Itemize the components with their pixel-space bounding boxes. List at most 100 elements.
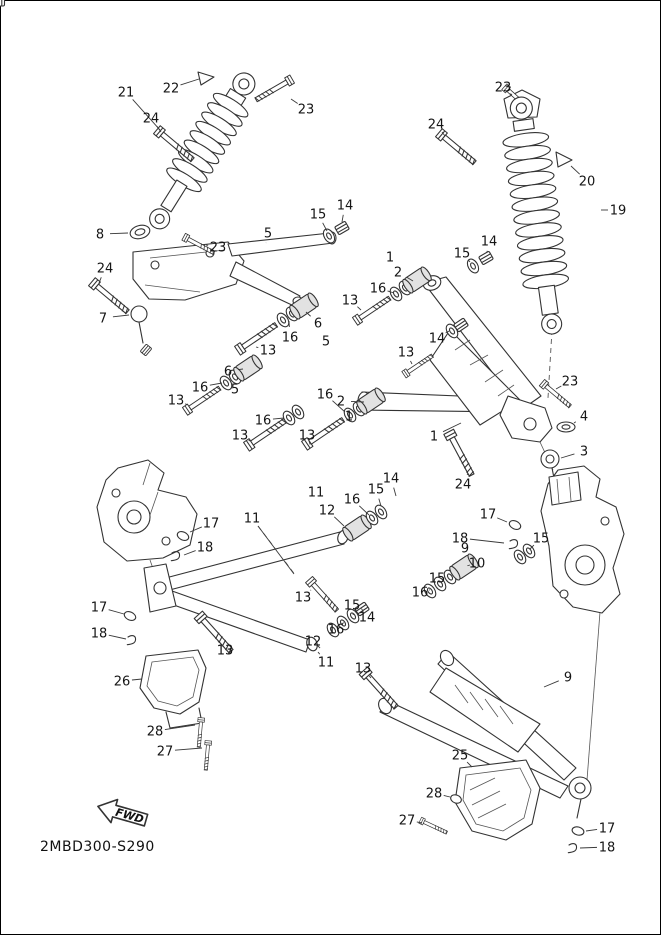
callout-leader: [109, 232, 129, 235]
part-callout-17: 17: [599, 822, 616, 837]
bolt-24-center: [443, 428, 478, 479]
callout-leader: [358, 505, 370, 516]
part-callout-24: 24: [143, 112, 160, 127]
callout-leader: [332, 400, 346, 413]
callout-leader: [209, 382, 223, 386]
retainer-clip-22: [197, 71, 215, 86]
callout-leader: [441, 131, 446, 137]
callout-leader: [443, 794, 451, 798]
bolt-23-top-left: [253, 74, 295, 105]
part-callout-11: 11: [308, 486, 325, 501]
callout-leader: [368, 675, 372, 679]
part-callout-6: 6: [314, 317, 322, 332]
bushing-stack-a: [234, 290, 321, 356]
callout-leader: [445, 330, 450, 334]
mud-guard-front-25: [418, 759, 541, 841]
callout-leader: [237, 368, 244, 371]
part-callout-1: 1: [430, 430, 438, 445]
part-callout-8: 8: [96, 228, 104, 243]
callout-leader: [468, 260, 471, 263]
callout-leader: [529, 544, 535, 550]
part-callout-15: 15: [454, 247, 471, 262]
bushing-stack-upper-right: [351, 264, 434, 326]
part-callout-2: 2: [337, 395, 345, 410]
part-callout-24: 24: [97, 262, 114, 277]
callout-leader: [469, 538, 505, 544]
callout-leader: [164, 724, 196, 730]
part-callout-12: 12: [319, 504, 336, 519]
callout-leader: [305, 311, 311, 317]
part-callout-27: 27: [399, 814, 416, 829]
callout-leader: [189, 526, 202, 533]
part-callout-23: 23: [298, 103, 315, 118]
part-callout-27: 27: [157, 745, 174, 760]
part-callout-13: 13: [260, 344, 277, 359]
part-callout-23: 23: [495, 81, 512, 96]
part-callout-16: 16: [328, 623, 345, 638]
cotter-pin-set-bottom-right: [565, 826, 585, 856]
part-callout-24: 24: [455, 478, 472, 493]
part-callout-1: 1: [386, 251, 394, 266]
callout-leader: [357, 306, 362, 311]
part-callout-13: 13: [217, 644, 234, 659]
callout-leader: [497, 517, 508, 523]
callout-leader: [131, 678, 143, 681]
callout-leader: [466, 761, 473, 768]
part-callout-20: 20: [579, 175, 596, 190]
callout-leader: [361, 608, 364, 612]
callout-leader: [272, 417, 285, 420]
part-callout-22: 22: [163, 82, 180, 97]
callout-leader: [467, 564, 471, 567]
part-callout-9: 9: [461, 542, 469, 557]
part-callout-25: 25: [452, 749, 469, 764]
callout-leader: [174, 747, 203, 751]
callout-leader: [108, 609, 125, 615]
callout-leader: [341, 214, 344, 223]
cotter-pin-set-left-lower: [123, 611, 138, 648]
callout-leader: [180, 78, 200, 86]
part-callout-23: 23: [562, 375, 579, 390]
callout-leader: [183, 550, 196, 556]
part-callout-14: 14: [429, 332, 446, 347]
part-callout-6: 6: [224, 365, 232, 380]
callout-leader: [185, 403, 189, 406]
callout-leader: [316, 644, 321, 649]
part-callout-28: 28: [147, 725, 164, 740]
callout-leader: [255, 346, 259, 349]
ball-joint-upper-right-3: [540, 449, 565, 500]
part-callout-13: 13: [168, 394, 185, 409]
part-callout-13: 13: [232, 429, 249, 444]
part-callout-15: 15: [344, 599, 361, 614]
part-callout-16: 16: [282, 331, 299, 346]
callout-leader: [248, 439, 251, 442]
part-callout-16: 16: [192, 381, 209, 396]
callout-leader: [217, 640, 220, 643]
callout-leader: [317, 651, 321, 655]
callout-leader: [378, 498, 382, 507]
part-callout-2: 2: [394, 266, 402, 281]
part-callout-1: 1: [345, 410, 353, 425]
callout-leader: [570, 165, 581, 175]
callout-leader: [112, 314, 130, 318]
part-callout-23: 23: [210, 241, 227, 256]
fwd-label: FWD: [114, 806, 145, 826]
part-callout-13: 13: [355, 662, 372, 677]
part-callout-16: 16: [255, 414, 272, 429]
mud-guard-left-26: [139, 649, 212, 771]
callout-leader: [387, 290, 395, 294]
part-code-label: 2MBD300-S290: [40, 839, 155, 855]
steering-knuckle-right: [540, 465, 625, 614]
callout-leader: [257, 525, 295, 575]
part-callout-17: 17: [480, 508, 497, 523]
cotter-pin-set-left-knuckle: [168, 531, 190, 564]
part-callout-7: 7: [99, 312, 107, 327]
callout-leader: [560, 453, 575, 459]
part-callout-5: 5: [322, 335, 330, 350]
part-callout-11: 11: [244, 512, 261, 527]
part-callout-18: 18: [91, 627, 108, 642]
part-callout-10: 10: [469, 557, 486, 572]
part-callout-26: 26: [114, 675, 131, 690]
joint-washer-4: [556, 421, 576, 433]
